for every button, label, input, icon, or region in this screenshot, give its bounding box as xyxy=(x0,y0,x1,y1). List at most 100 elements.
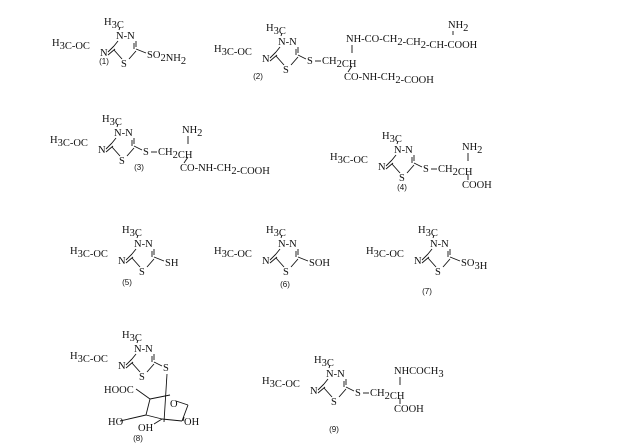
top-branch-label: NHCOCH3 xyxy=(394,366,444,380)
substituent-bond xyxy=(153,256,165,262)
chain-label: CH2CH xyxy=(438,164,473,178)
compound-number-label: (5) xyxy=(122,278,132,287)
chain-label: CH2CH xyxy=(158,147,193,161)
ring-n-n-label: N-N xyxy=(134,239,153,250)
acid-label: COOH xyxy=(394,404,424,415)
imine-nitrogen-label: N xyxy=(100,48,108,59)
imine-double-bond xyxy=(269,54,278,62)
ring-sulfur-label: S xyxy=(399,173,405,184)
ring-bond xyxy=(391,154,397,161)
sugar-hydroxyl-left: HO xyxy=(108,417,124,428)
acetylimino-label: H3C-OC xyxy=(52,38,90,52)
imine-double-bond xyxy=(421,253,429,261)
n-methyl-label: H3C xyxy=(418,225,438,239)
methyl-bond xyxy=(116,123,119,128)
ring-bond xyxy=(338,388,347,398)
ring-bond xyxy=(128,50,137,60)
ring-bond xyxy=(427,248,433,255)
sugar-bond xyxy=(149,394,171,400)
n-methyl-label: H3C xyxy=(266,225,286,239)
imine-double-bond xyxy=(385,159,393,167)
n-methyl-label: H3C xyxy=(266,23,286,37)
ring-bond xyxy=(131,353,137,360)
ring-n-n-label: N-N xyxy=(326,369,345,380)
n-methyl-label: H3C xyxy=(122,330,142,344)
sugar-bond xyxy=(161,418,183,422)
imine-double-bond xyxy=(105,145,114,153)
imine-double-bond xyxy=(385,162,394,170)
sugar-hydroxyl-middle: OH xyxy=(138,423,154,434)
ring-n-n-label: N-N xyxy=(278,239,297,250)
ring-n-n-label: N-N xyxy=(394,145,413,156)
methyl-bond xyxy=(118,26,121,31)
methyl-bond xyxy=(136,339,139,344)
sugar-bond xyxy=(145,398,151,416)
imine-double-bond xyxy=(105,142,113,150)
ring-bond xyxy=(323,387,333,398)
ring-n-n-label: N-N xyxy=(278,37,297,48)
n-methyl-label: H3C xyxy=(102,114,122,128)
ring-bond xyxy=(126,147,135,157)
ring-sulfur-label: S xyxy=(139,267,145,278)
ring-bond xyxy=(111,146,121,157)
imine-double-bond xyxy=(421,256,430,264)
imine-double-bond xyxy=(125,358,133,366)
ring-sulfur-label: S xyxy=(331,397,337,408)
imine-double-bond xyxy=(317,383,325,391)
chain-label: CH2CH xyxy=(370,388,405,402)
n-methyl-label: H3C xyxy=(104,17,124,31)
acetylimino-label: H3C-OC xyxy=(366,246,404,260)
imine-nitrogen-label: N xyxy=(262,256,270,267)
acetylimino-label: H3C-OC xyxy=(330,152,368,166)
acetylimino-label: H3C-OC xyxy=(214,246,252,260)
amine-label: NH2 xyxy=(182,125,202,139)
sugar-bond xyxy=(181,404,189,422)
sugar-bond xyxy=(119,414,147,422)
methyl-bond xyxy=(280,32,283,37)
substituent-bond xyxy=(449,256,461,262)
top-amine-label: NH2 xyxy=(448,20,468,34)
thioether-sulfur-label: S xyxy=(307,56,313,67)
imine-nitrogen-label: N xyxy=(98,145,106,156)
linker-bond xyxy=(413,162,423,168)
imine-double-bond xyxy=(125,253,133,261)
substituent-label: SOH xyxy=(309,258,330,269)
substituent-label: SH xyxy=(165,258,179,269)
ring-bond xyxy=(113,40,119,47)
compound-number-label: (7) xyxy=(422,287,432,296)
ring-bond xyxy=(111,137,117,144)
ring-n-n-label: N-N xyxy=(430,239,449,250)
ring-bond xyxy=(131,248,137,255)
sugar-ring-oxygen-label: O xyxy=(170,399,178,410)
substituent-label: SO2NH2 xyxy=(147,50,186,67)
substituent-label: SO3H xyxy=(461,258,488,272)
imine-nitrogen-label: N xyxy=(378,162,386,173)
ring-bond xyxy=(275,55,285,66)
sugar-bond xyxy=(175,400,189,406)
ring-sulfur-label: S xyxy=(121,59,127,70)
bottom-branch-label: CO-NH-CH2-COOH xyxy=(344,72,434,86)
compound-number-label: (3) xyxy=(134,163,144,172)
imine-double-bond xyxy=(269,51,277,59)
ring-bond xyxy=(391,163,401,174)
imine-double-bond xyxy=(317,386,326,394)
glycosidic-bond xyxy=(163,373,168,423)
linker-bond xyxy=(133,145,143,151)
acetylimino-label: H3C-OC xyxy=(50,135,88,149)
thioether-sulfur-label: S xyxy=(423,164,429,175)
methyl-bond xyxy=(328,364,331,369)
bottom-branch-label: CO-NH-CH2-COOH xyxy=(180,163,270,177)
thioether-sulfur-label: S xyxy=(355,388,361,399)
imine-double-bond xyxy=(269,256,278,264)
linker-bond xyxy=(153,361,163,367)
compound-number-label: (9) xyxy=(329,425,339,434)
compound-number-label: (6) xyxy=(280,280,290,289)
ring-bond xyxy=(113,49,123,60)
imine-nitrogen-label: N xyxy=(310,386,318,397)
ring-bond xyxy=(275,257,285,268)
sugar-bond xyxy=(153,418,163,425)
